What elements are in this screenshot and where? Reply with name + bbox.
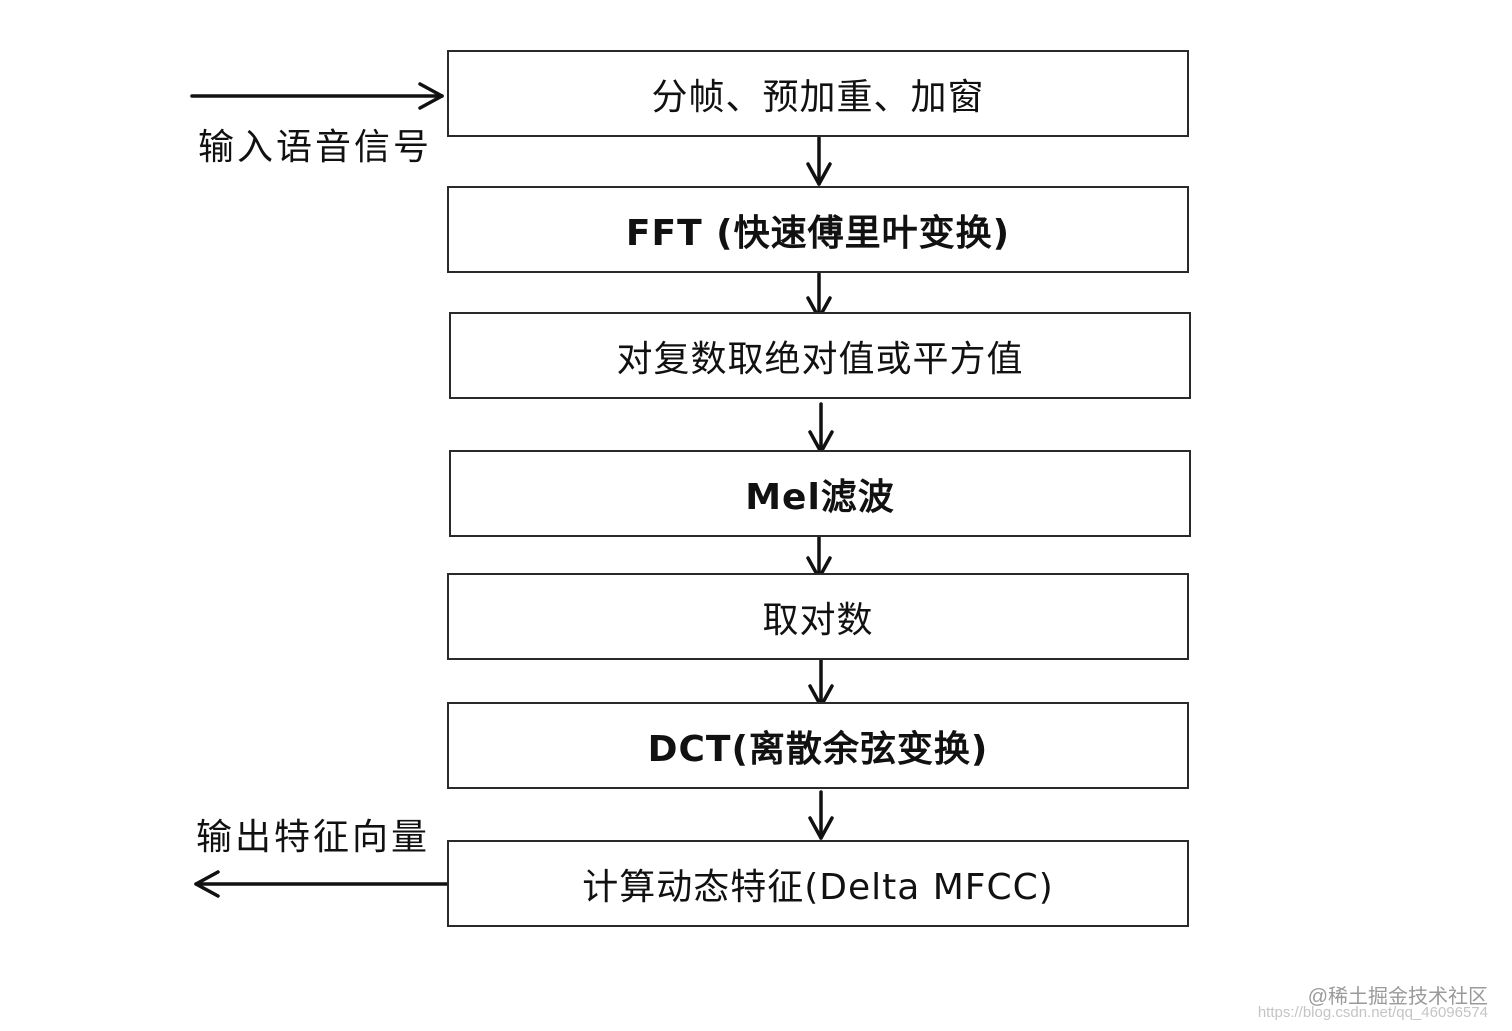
output-label: 输出特征向量 xyxy=(196,817,431,858)
connector-arrow-1 xyxy=(806,136,832,186)
step-framing-preemphasis-windowing: 分帧、预加重、加窗 xyxy=(447,50,1189,137)
step-dct: DCT(离散余弦变换) xyxy=(447,702,1189,789)
connector-arrow-6 xyxy=(808,790,834,840)
input-label: 输入语音信号 xyxy=(198,127,433,168)
step-delta-mfcc: 计算动态特征(Delta MFCC) xyxy=(447,840,1189,927)
watermark-site: @稀土掘金技术社区 xyxy=(1307,986,1488,1008)
step-mel-filter: Mel滤波 xyxy=(449,450,1191,537)
connector-arrow-3 xyxy=(808,402,834,454)
step-log: 取对数 xyxy=(447,573,1189,660)
watermark-url: https://blog.csdn.net/qq_46096574 xyxy=(1257,1004,1488,1021)
step-fft: FFT (快速傅里叶变换) xyxy=(447,186,1189,273)
output-arrow xyxy=(194,870,450,898)
connector-arrow-4 xyxy=(806,528,832,580)
connector-arrow-5 xyxy=(808,656,834,708)
input-arrow xyxy=(190,82,444,110)
step-magnitude: 对复数取绝对值或平方值 xyxy=(449,312,1191,399)
